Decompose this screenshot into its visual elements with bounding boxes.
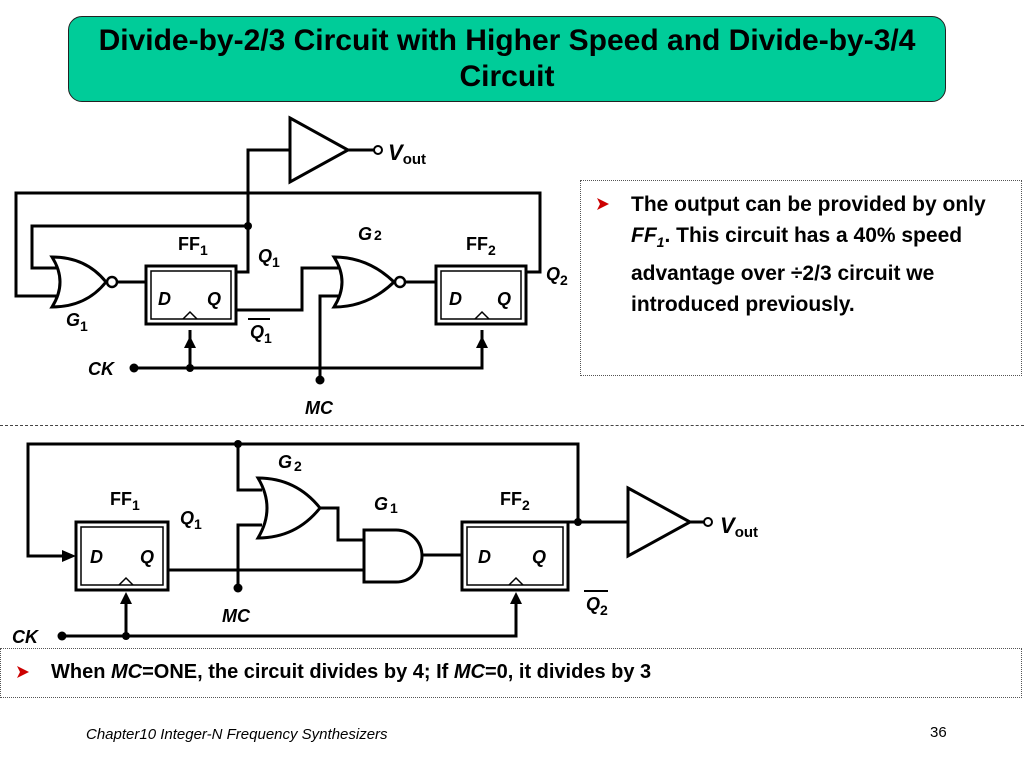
bottom-mc-label: MC — [222, 606, 251, 626]
section-divider — [0, 425, 1024, 426]
bottom-ck-label: CK — [12, 627, 40, 647]
bottom-ff2-label: FF2 — [500, 489, 530, 513]
bottom-ff1-inner — [80, 526, 164, 586]
slide-title-text: Divide-by-2/3 Circuit with Higher Speed … — [98, 24, 916, 93]
bottom-note-list: When MC=ONE, the circuit divides by 4; I… — [15, 657, 1011, 687]
bottom-ff1-box — [74, 520, 170, 592]
note-list: The output can be provided by only FF1. … — [595, 189, 1013, 320]
page-number: 36 — [930, 724, 947, 741]
top-ff2-clock-arrow — [476, 336, 488, 348]
top-ff2-inner — [440, 270, 522, 320]
top-q1-label: Q1 — [258, 246, 280, 270]
arrow-bullet-icon — [17, 666, 29, 678]
bottom-ck-terminal — [57, 631, 67, 641]
bottom-g1-and-gate — [362, 528, 424, 584]
top-ff1-box — [144, 264, 238, 326]
top-wire-q1-feedback — [236, 148, 290, 274]
top-output-buffer — [288, 115, 352, 185]
bottom-d-arrow — [62, 550, 76, 562]
top-mc-terminal — [315, 375, 325, 385]
bottom-note-mc1: MC — [111, 661, 143, 683]
top-ff2-box — [434, 264, 528, 326]
note-ff-sub: 1 — [656, 234, 665, 251]
top-g2-bubble — [393, 275, 407, 289]
bottom-ff2-d-label: D — [478, 547, 491, 567]
top-vout-terminal — [373, 145, 383, 155]
slide-title: Divide-by-2/3 Circuit with Higher Speed … — [68, 16, 946, 102]
bottom-vout-terminal — [703, 517, 713, 527]
bottom-vout-label: Vout — [720, 513, 758, 541]
top-wire-outer-loop — [14, 191, 542, 298]
top-q1bar-label: Q1 — [250, 322, 272, 346]
bottom-wire-feedback — [26, 442, 580, 558]
top-ff1-q-label: Q — [207, 289, 221, 309]
bottom-junction-top — [234, 440, 242, 448]
top-wire-ck — [134, 330, 484, 370]
bottom-note-box: When MC=ONE, the circuit divides by 4; I… — [0, 648, 1022, 698]
top-wire-inner-loop — [30, 224, 248, 270]
bottom-ff1-clock-icon — [118, 576, 134, 586]
top-junction-q1 — [244, 222, 252, 230]
bottom-note-mc2: MC — [453, 661, 485, 683]
bottom-mc-terminal — [233, 583, 243, 593]
top-mc-label: MC — [305, 398, 334, 418]
bottom-output-buffer — [626, 485, 694, 559]
bottom-ff1-d-label: D — [90, 547, 103, 567]
top-ff1-d-label: D — [158, 289, 171, 309]
top-ff1-label: FF1 — [178, 234, 208, 258]
bottom-note-t2: =ONE, the circuit divides by 4; If — [142, 661, 454, 683]
bottom-g2-or-gate — [255, 476, 322, 540]
top-junction-ck — [186, 364, 194, 372]
top-ff2-clock-icon — [474, 310, 490, 320]
note-text-prefix: The output can be provided by only — [631, 193, 986, 216]
note-ff-italic: FF — [631, 224, 657, 247]
top-wire-mc — [318, 294, 340, 380]
bottom-wire-mc — [236, 523, 262, 586]
bottom-ff1-q-label: Q — [140, 547, 154, 567]
top-ff1-inner — [150, 270, 232, 320]
note-box: The output can be provided by only FF1. … — [580, 180, 1022, 376]
top-ck-label: CK — [88, 359, 116, 379]
bottom-junction-ck — [122, 632, 130, 640]
top-q2-label: Q2 — [546, 264, 568, 288]
top-ff2-q-label: Q — [497, 289, 511, 309]
bottom-ff1-label: FF1 — [110, 489, 140, 513]
bottom-junction-q2 — [574, 518, 582, 526]
note-item: The output can be provided by only FF1. … — [595, 189, 1013, 320]
bottom-ff2-clock-arrow — [510, 592, 522, 604]
top-ff1-clock-arrow — [184, 336, 196, 348]
top-ff1-clock-icon — [182, 310, 198, 320]
top-ff2-d-label: D — [449, 289, 462, 309]
top-g1-nor-gate — [49, 255, 108, 309]
bottom-note-t3: =0, it divides by 3 — [484, 661, 652, 683]
bottom-q2bar-label: Q2 — [586, 594, 608, 618]
top-g1-label: G1 — [66, 310, 88, 334]
footer-chapter: Chapter10 Integer-N Frequency Synthesize… — [86, 726, 388, 743]
top-vout-label: Vout — [388, 140, 426, 168]
top-wire-q1bar-to-g2 — [236, 266, 340, 312]
bottom-note-item: When MC=ONE, the circuit divides by 4; I… — [15, 657, 1011, 687]
bottom-q1-label: Q1 — [180, 508, 202, 532]
bottom-note-t1: When — [51, 661, 111, 683]
note-text-suffix: . This circuit has a 40% speed advantage… — [631, 224, 963, 317]
top-g2-nor-gate — [331, 255, 397, 309]
arrow-bullet-icon — [597, 198, 609, 210]
bottom-ff1-clock-arrow — [120, 592, 132, 604]
top-g1-bubble — [105, 275, 119, 289]
bottom-ff2-q-label: Q — [532, 547, 546, 567]
top-ff2-label: FF2 — [466, 234, 496, 258]
top-ck-terminal — [129, 363, 139, 373]
bottom-wire-top-node — [236, 444, 262, 492]
bottom-ff2-clock-icon — [508, 576, 524, 586]
bottom-wire-ck — [62, 603, 518, 638]
bottom-wire-g2-to-and — [320, 506, 364, 542]
bottom-ff2-inner — [466, 526, 564, 586]
